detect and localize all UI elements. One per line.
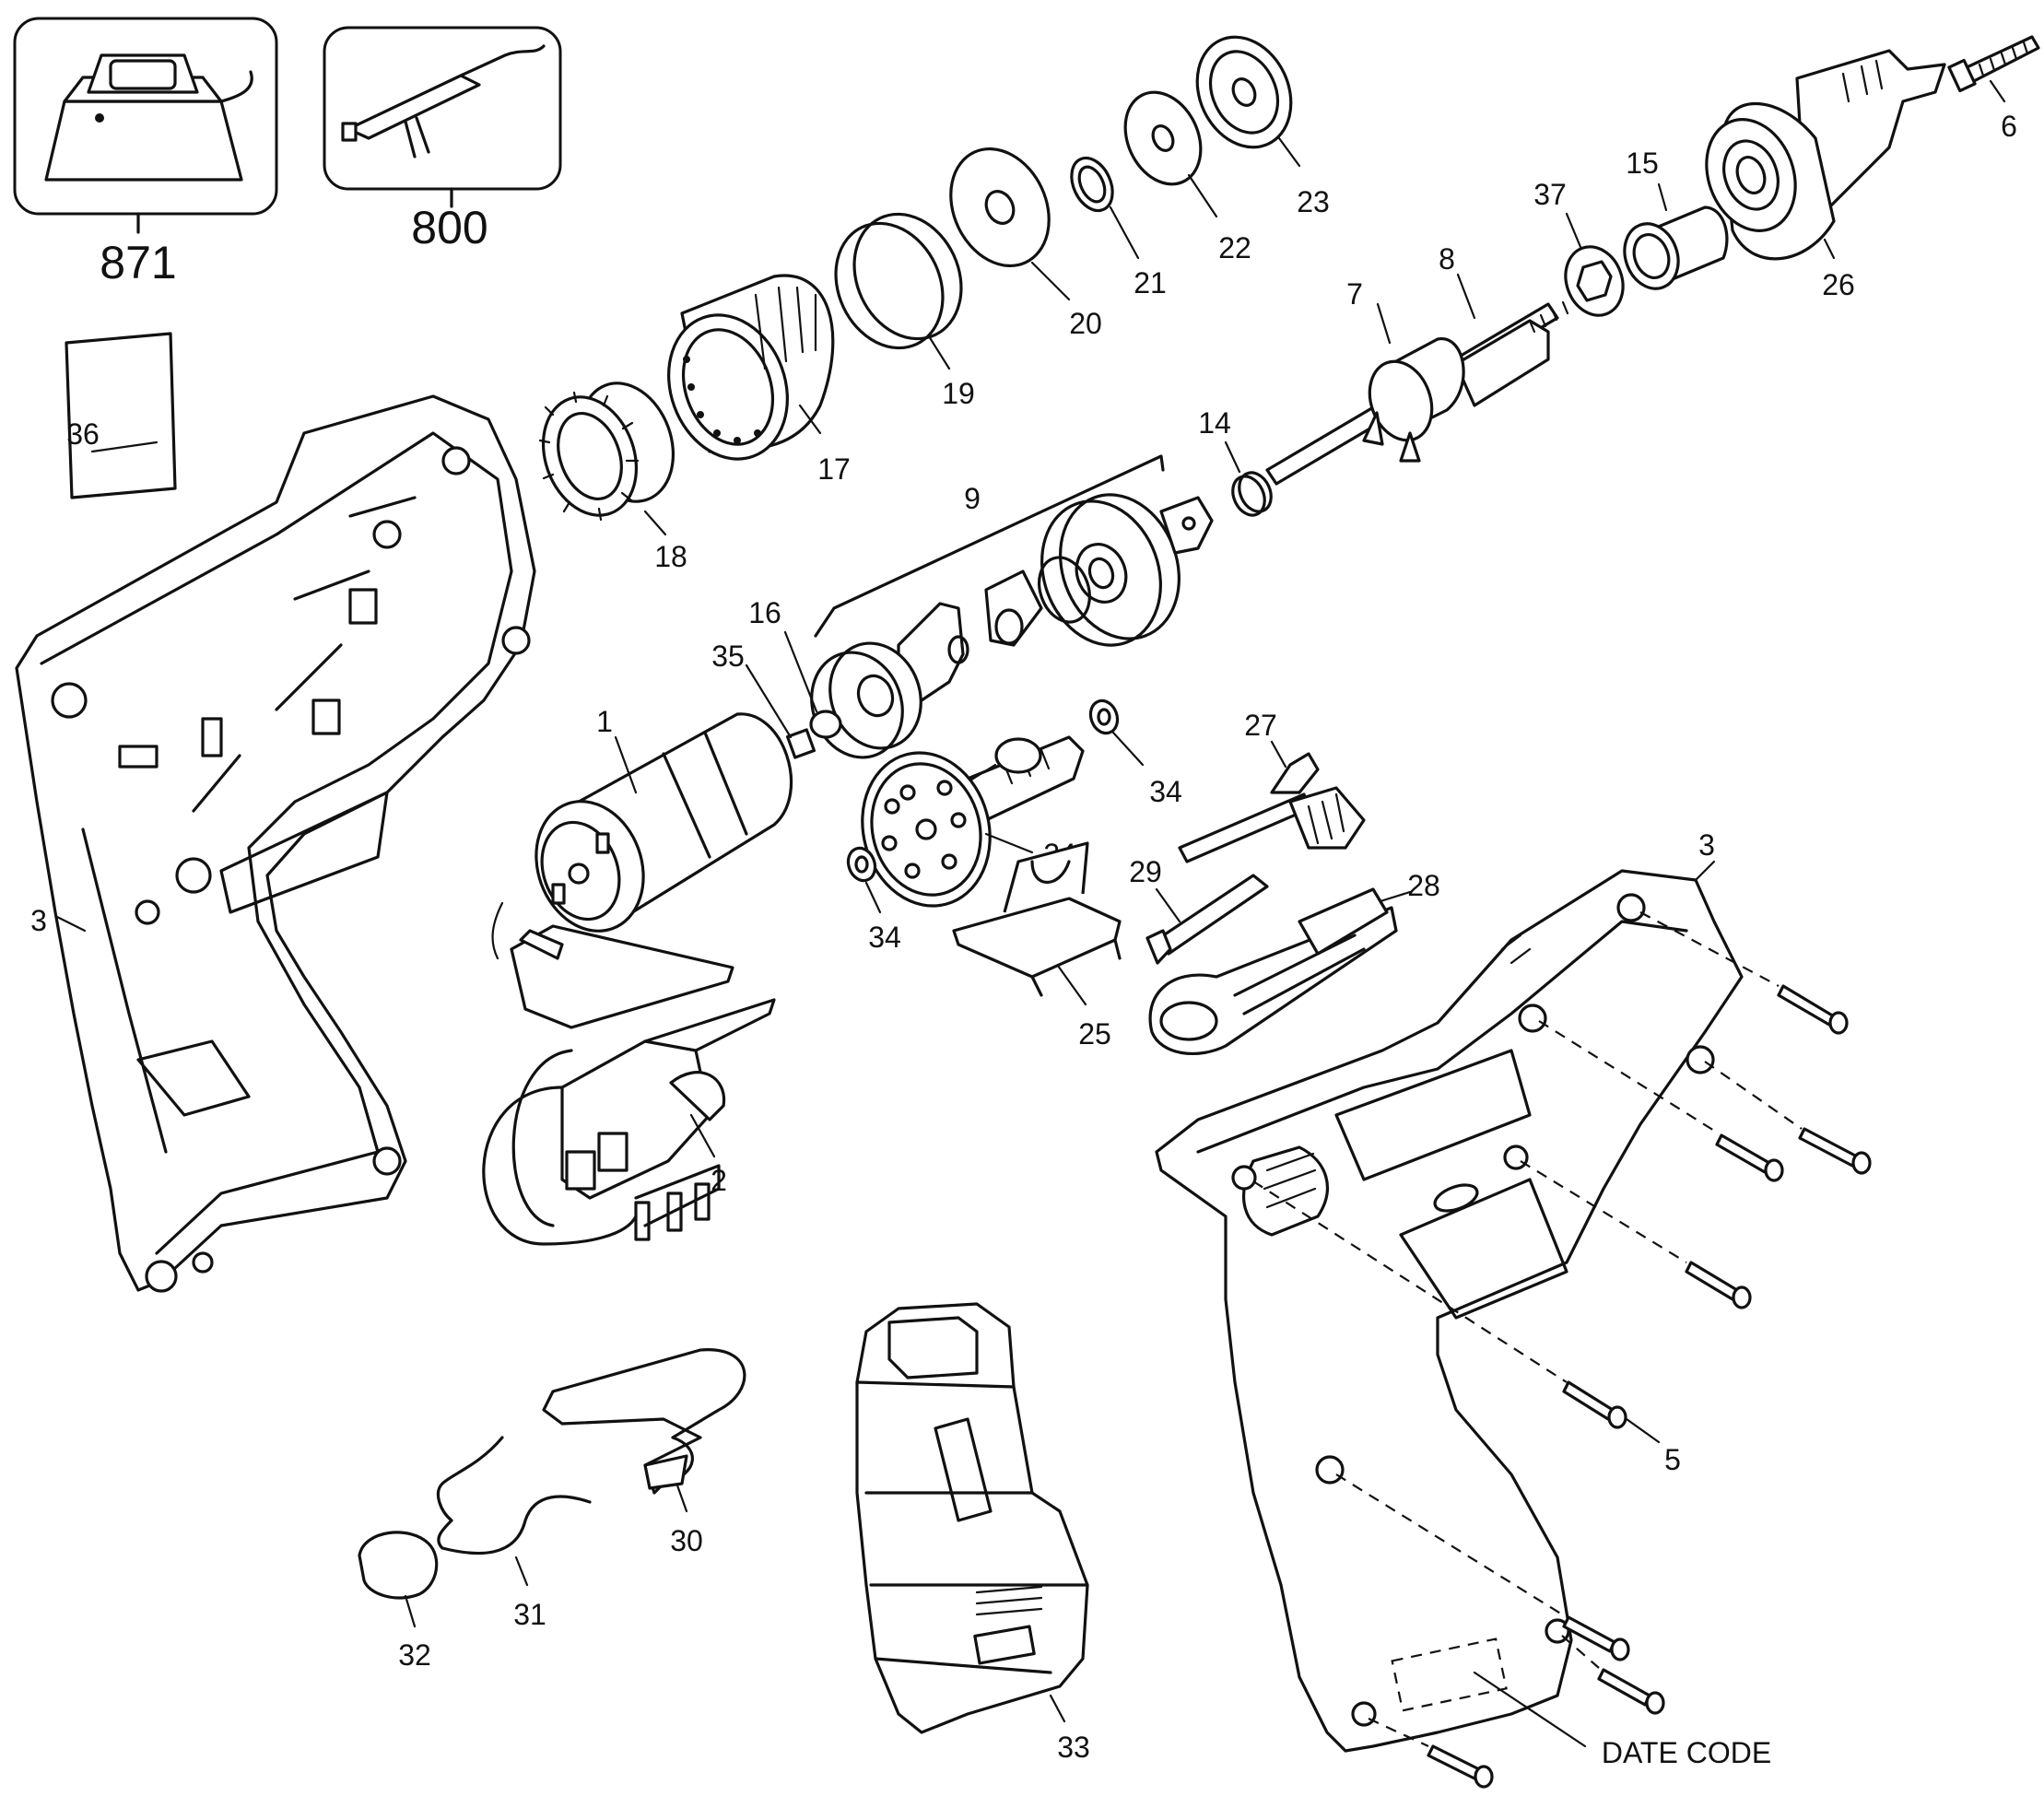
callout-16: 16 bbox=[748, 596, 781, 629]
shift-bracket: 25 bbox=[952, 841, 1122, 1051]
ring-gear: 18 bbox=[538, 382, 687, 573]
cord-inset: 800 bbox=[323, 26, 562, 253]
callout-27: 27 bbox=[1244, 709, 1277, 742]
belt-clip: 30 bbox=[542, 1348, 746, 1557]
bearing-ring: 21 bbox=[1070, 156, 1167, 299]
callout-9: 9 bbox=[964, 482, 981, 515]
battery-pack: 33 bbox=[855, 1302, 1090, 1764]
callout-5: 5 bbox=[1664, 1443, 1681, 1476]
callout-34-bottom: 34 bbox=[868, 921, 901, 954]
clutch-spring: 19 bbox=[834, 212, 975, 410]
motor-pinion: 35 bbox=[711, 640, 816, 759]
callout-15: 15 bbox=[1626, 147, 1659, 180]
callout-3-left: 3 bbox=[30, 904, 47, 937]
callout-20: 20 bbox=[1069, 307, 1102, 340]
cord-part-number: 800 bbox=[411, 202, 488, 253]
end-cap: 32 bbox=[358, 1531, 439, 1672]
bearing-bottom: 34 bbox=[846, 846, 901, 954]
thrust-washer: 22 bbox=[1123, 90, 1251, 264]
spindle-assembly: 7 8 bbox=[1265, 242, 1569, 486]
callout-32: 32 bbox=[398, 1638, 431, 1672]
bit-holder: 28 bbox=[1148, 869, 1440, 1056]
switch-assembly: 2 bbox=[482, 924, 776, 1246]
callout-30: 30 bbox=[670, 1524, 703, 1557]
charger-part-number: 871 bbox=[100, 237, 176, 288]
right-housing-half: DATE CODE 3 bbox=[1155, 828, 1771, 1769]
label-sticker: 36 bbox=[65, 332, 177, 499]
callout-14: 14 bbox=[1198, 406, 1231, 440]
planetary-gear-set: 9 bbox=[810, 454, 1214, 759]
callout-33: 33 bbox=[1057, 1731, 1090, 1764]
small-spring: 14 bbox=[1198, 406, 1273, 517]
callout-3-right: 3 bbox=[1698, 828, 1715, 862]
callout-23: 23 bbox=[1297, 185, 1330, 218]
callout-19: 19 bbox=[942, 377, 975, 410]
clip-spring-wire: 31 bbox=[437, 1436, 592, 1631]
callout-31: 31 bbox=[513, 1598, 546, 1631]
callout-18: 18 bbox=[654, 540, 687, 573]
housing-screws: 5 bbox=[1252, 911, 1872, 1789]
callout-26: 26 bbox=[1822, 268, 1855, 301]
motor: 1 bbox=[491, 705, 793, 960]
callout-8: 8 bbox=[1439, 242, 1455, 276]
callout-21: 21 bbox=[1134, 266, 1167, 299]
bearing-top: 34 bbox=[1088, 698, 1182, 808]
output-gear: 24 bbox=[861, 735, 1085, 908]
chuck-key: 27 bbox=[1178, 709, 1366, 863]
date-code-label: DATE CODE bbox=[1602, 1736, 1771, 1769]
spacer-sleeve: 15 bbox=[1623, 147, 1729, 290]
cup-washer: 23 bbox=[1195, 35, 1330, 218]
charger-inset: 871 bbox=[13, 17, 278, 288]
callout-7: 7 bbox=[1346, 277, 1363, 311]
callout-36: 36 bbox=[66, 417, 100, 451]
callout-34-top: 34 bbox=[1149, 775, 1182, 808]
callout-37: 37 bbox=[1533, 178, 1567, 211]
chuck-screw: 6 bbox=[1947, 35, 2040, 143]
drill-chuck: 26 bbox=[1705, 49, 1946, 301]
callout-22: 22 bbox=[1218, 231, 1251, 264]
callout-28: 28 bbox=[1407, 869, 1440, 902]
left-housing-half: 3 bbox=[15, 394, 536, 1293]
bushing: 16 bbox=[748, 596, 842, 739]
hex-washer: 37 bbox=[1533, 178, 1625, 317]
callout-2: 2 bbox=[711, 1164, 727, 1197]
callout-35: 35 bbox=[711, 640, 745, 673]
screwdriver-bit: 29 bbox=[1129, 855, 1269, 965]
clutch-washer: 20 bbox=[949, 147, 1102, 340]
callout-25: 25 bbox=[1078, 1017, 1111, 1051]
callout-29: 29 bbox=[1129, 855, 1162, 888]
callout-17: 17 bbox=[817, 452, 851, 486]
callout-1: 1 bbox=[596, 705, 613, 738]
gear-case: 17 bbox=[667, 274, 851, 486]
callout-6: 6 bbox=[2001, 110, 2017, 143]
